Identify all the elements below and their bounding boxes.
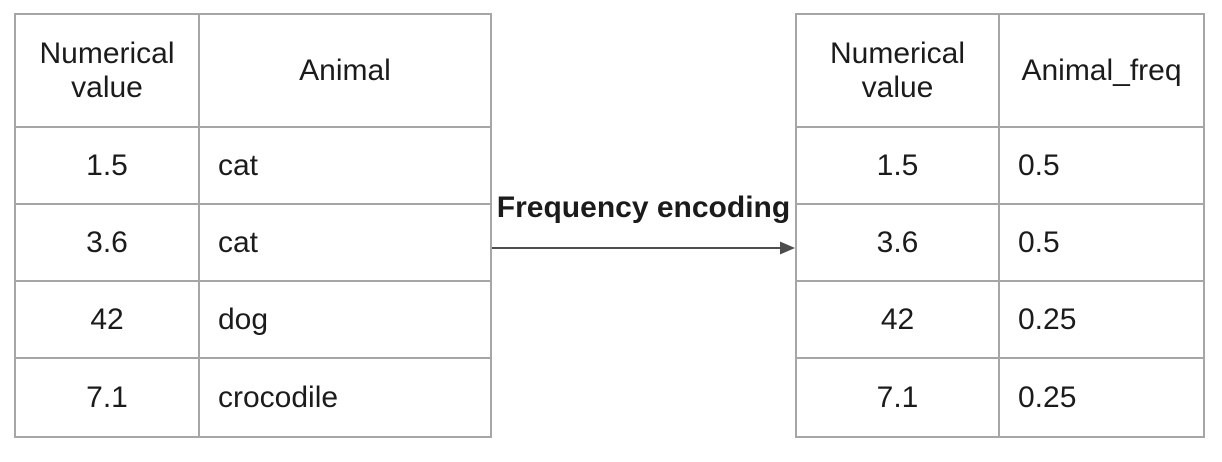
- column-header-numerical-value: Numerical value: [16, 15, 200, 128]
- column-header-animal-freq: Animal_freq: [1000, 15, 1203, 128]
- table-cell-numerical-value: 3.6: [797, 205, 1000, 282]
- table-cell-animal: cat: [200, 205, 490, 282]
- table-cell-numerical-value: 1.5: [16, 128, 200, 205]
- table-cell-animal: cat: [200, 128, 490, 205]
- source-table: Numerical value Animal 1.5 cat 3.6 cat 4…: [14, 13, 492, 438]
- table-cell-numerical-value: 1.5: [797, 128, 1000, 205]
- table-cell-animal-freq: 0.25: [1000, 282, 1203, 359]
- table-cell-numerical-value: 42: [797, 282, 1000, 359]
- arrow-right-icon: [492, 241, 795, 255]
- table-cell-animal-freq: 0.5: [1000, 128, 1203, 205]
- table-cell-animal: dog: [200, 282, 490, 359]
- table-cell-animal: crocodile: [218, 380, 339, 414]
- column-header-numerical-value: Numerical value: [797, 15, 1000, 128]
- column-header-animal: Animal: [200, 15, 490, 128]
- table-cell-numerical-value: 7.1: [797, 359, 1000, 436]
- table-cell-animal-freq: 0.25: [1018, 380, 1077, 414]
- table-cell-animal-freq: 0.5: [1000, 205, 1203, 282]
- table-cell-numerical-value: 42: [16, 282, 200, 359]
- table-cell-numerical-value: 7.1: [16, 359, 200, 436]
- table-cell-numerical-value: 3.6: [16, 205, 200, 282]
- frequency-encoding-label: Frequency encoding: [496, 191, 791, 224]
- encoded-table: Numerical value Animal_freq 1.5 0.5 3.6 …: [795, 13, 1205, 438]
